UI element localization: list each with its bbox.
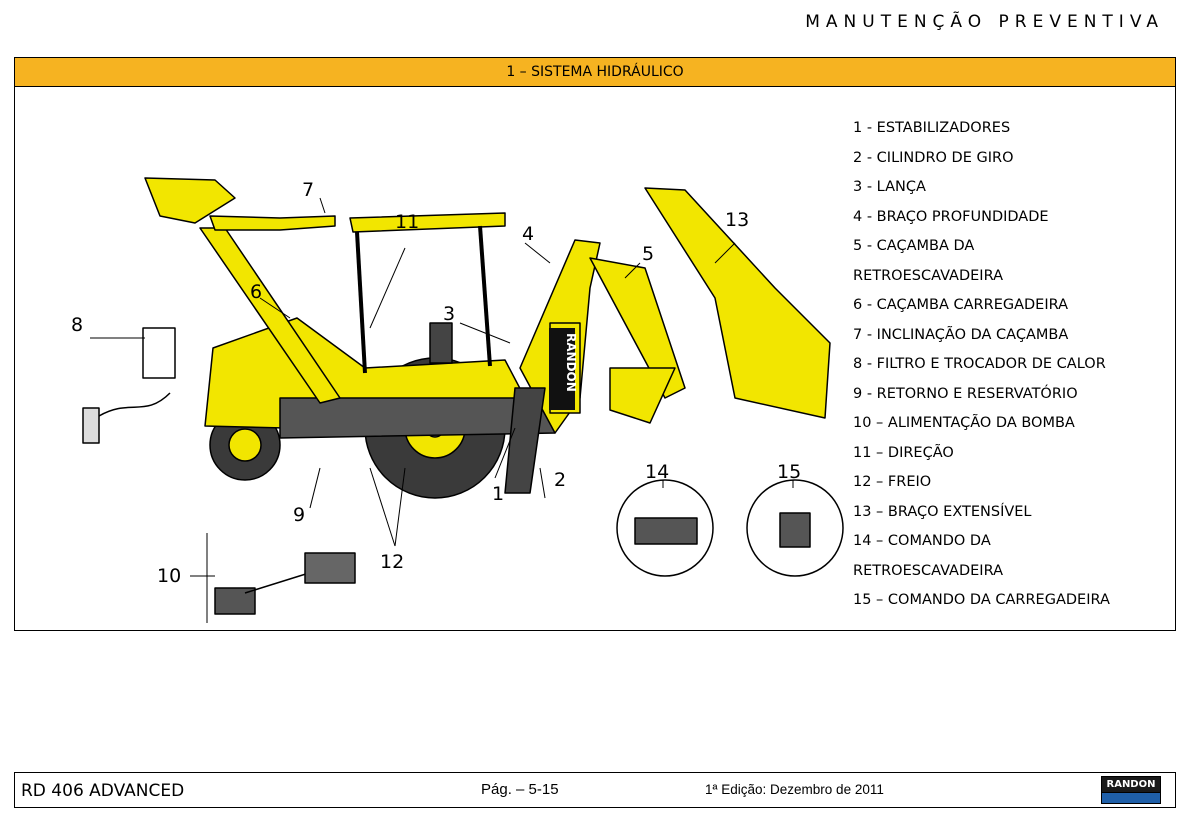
callout-1: 1 <box>492 483 504 505</box>
legend-item: 2 - CILINDRO DE GIRO <box>853 149 1014 166</box>
legend-item: 13 – BRAÇO EXTENSÍVEL <box>853 503 1032 520</box>
randon-logo-text: RANDON <box>1101 776 1161 793</box>
footer-model: RD 406 ADVANCED <box>21 781 185 801</box>
tilt-link <box>209 215 336 231</box>
callout-5: 5 <box>642 243 654 265</box>
legend-item: 1 - ESTABILIZADORES <box>853 120 1011 136</box>
legend-item: 5 - CAÇAMBA DA <box>853 238 975 254</box>
callout-9: 9 <box>293 504 305 526</box>
legend-item: 3 - LANÇA <box>853 179 926 195</box>
backhoe-bucket <box>609 367 676 424</box>
randon-logo: RANDON <box>1101 776 1161 804</box>
callout-8: 8 <box>71 314 83 336</box>
callout-14: 14 <box>645 461 669 483</box>
randon-decal: RANDON <box>564 333 578 392</box>
callout-13: 13 <box>725 209 749 231</box>
legend-list: 1 - ESTABILIZADORES 2 - CILINDRO DE GIRO… <box>853 114 1173 616</box>
legend-item: RETROESCAVADEIRA <box>853 562 1003 579</box>
filter <box>82 407 100 444</box>
footer-edition: 1ª Edição: Dezembro de 2011 <box>705 782 884 797</box>
legend-item: 11 – DIREÇÃO <box>853 444 954 461</box>
callout-3: 3 <box>443 303 455 325</box>
callout-6: 6 <box>250 281 262 303</box>
page-header-title: MANUTENÇÃO PREVENTIVA <box>805 12 1164 32</box>
legend-item: 7 - INCLINAÇÃO DA CAÇAMBA <box>853 326 1069 343</box>
callout-11: 11 <box>395 211 419 233</box>
heat-exchanger <box>142 327 176 379</box>
callout-10: 10 <box>157 565 181 587</box>
backhoe-diagram: RANDON 1 2 3 4 5 6 <box>71 177 844 623</box>
footer-page-number: Pág. – 5-15 <box>481 781 559 798</box>
legend-item: 6 - CAÇAMBA CARREGADEIRA <box>853 297 1069 313</box>
callout-12: 12 <box>380 551 404 573</box>
legend-item: 15 – COMANDO DA CARREGADEIRA <box>853 592 1110 608</box>
page-footer: RD 406 ADVANCED Pág. – 5-15 1ª Edição: D… <box>14 772 1176 808</box>
extensible-arm <box>644 187 831 419</box>
legend-item: 9 - RETORNO E RESERVATÓRIO <box>853 385 1078 402</box>
legend-item: 4 - BRAÇO PROFUNDIDADE <box>853 208 1049 225</box>
legend-item: 8 - FILTRO E TROCADOR DE CALOR <box>853 356 1106 372</box>
callout-2: 2 <box>554 469 566 491</box>
loader-bucket <box>144 177 236 224</box>
section-title-bar: 1 – SISTEMA HIDRÁULICO <box>15 58 1175 87</box>
callout-4: 4 <box>522 223 534 245</box>
callout-7: 7 <box>302 179 314 201</box>
legend-item: 14 – COMANDO DA <box>853 533 991 549</box>
cab-roof <box>349 212 506 233</box>
randon-logo-stripe <box>1101 793 1161 804</box>
legend-item: 10 – ALIMENTAÇÃO DA BOMBA <box>853 415 1075 431</box>
legend-item: 12 – FREIO <box>853 474 932 490</box>
backhoe-stick <box>589 257 686 399</box>
section-panel: 1 – SISTEMA HIDRÁULICO <box>14 57 1176 631</box>
callout-15: 15 <box>777 461 801 483</box>
legend-item: RETROESCAVADEIRA <box>853 267 1003 284</box>
stabilizer <box>504 387 546 494</box>
